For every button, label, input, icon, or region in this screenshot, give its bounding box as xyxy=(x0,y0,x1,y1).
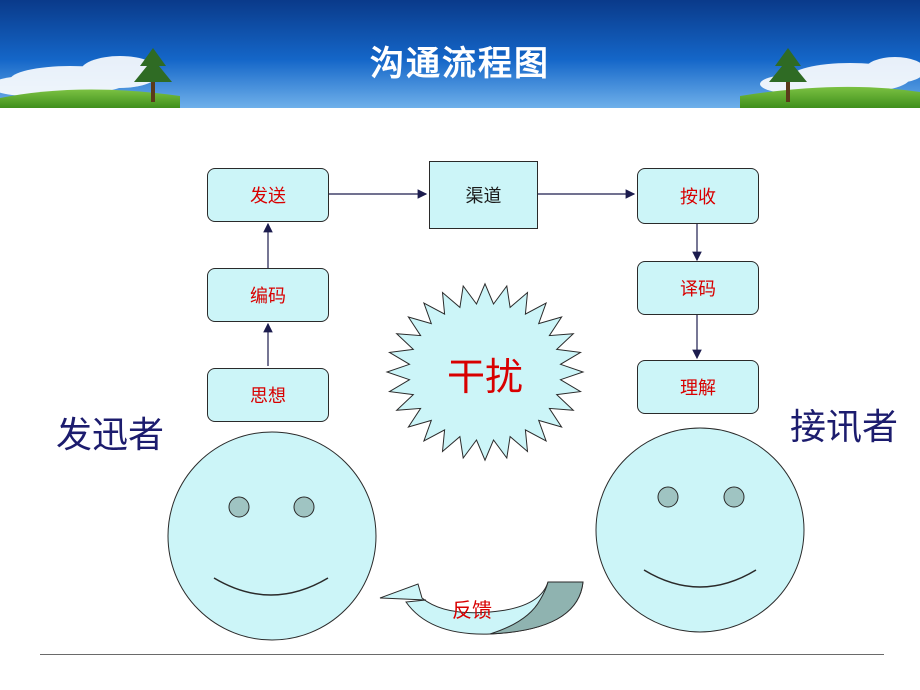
think-box: 思想 xyxy=(207,368,329,422)
understand-box: 理解 xyxy=(637,360,759,414)
receiver-face-icon xyxy=(595,427,805,633)
sender-face-icon xyxy=(167,431,377,641)
slide-title: 沟通流程图 xyxy=(370,44,550,84)
feedback-arrow-shade xyxy=(489,581,584,635)
send-box: 发送 xyxy=(207,168,329,222)
channel-box: 渠道 xyxy=(429,161,538,229)
encode-box: 编码 xyxy=(207,268,329,322)
title-banner xyxy=(0,0,920,108)
interference-label: 干扰 xyxy=(446,355,523,399)
hill-right xyxy=(740,86,920,108)
tree-left-icon xyxy=(134,48,172,102)
receiver-label: 接讯者 xyxy=(790,407,899,448)
decode-box: 译码 xyxy=(637,261,759,315)
receive-box: 按收 xyxy=(637,168,759,224)
feedback-label: 反馈 xyxy=(452,598,492,622)
sender-label: 发迅者 xyxy=(56,415,165,456)
tree-right-icon xyxy=(769,48,807,102)
footer-divider xyxy=(40,654,884,655)
interference-burst xyxy=(385,282,585,462)
hill-left xyxy=(0,89,180,108)
